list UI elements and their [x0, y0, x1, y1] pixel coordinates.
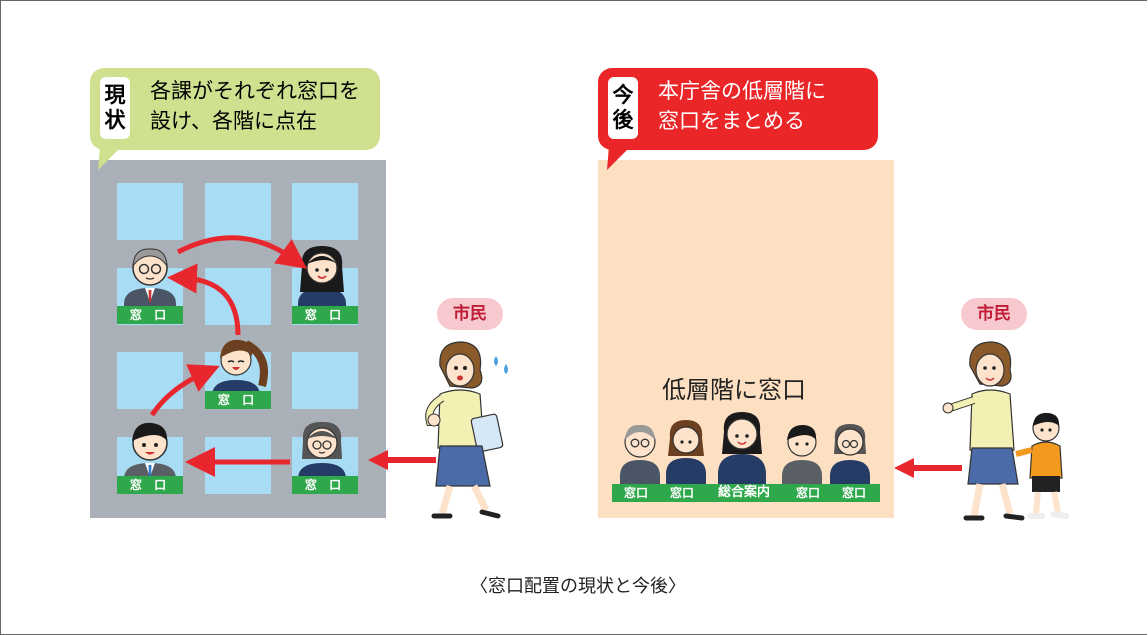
current-tag-char: 現	[104, 83, 126, 107]
future-speech-bubble	[598, 68, 878, 150]
figure-caption: 〈窓口配置の現状と今後〉	[470, 576, 686, 597]
window	[117, 183, 183, 240]
transfer-arrow	[149, 364, 220, 417]
current-description-line: 各課がそれぞれ窓口を	[150, 79, 360, 103]
desk-label: 窓 口	[117, 306, 183, 324]
current-description: 各課がそれぞれ窓口を 設け、各階に点在	[150, 76, 360, 136]
future-bubble-tail	[607, 146, 631, 170]
future-tag-char: 今	[612, 83, 634, 107]
counter-label-info-desk: 総合案内	[718, 485, 771, 500]
citizen-parent-child-icon	[942, 341, 1069, 521]
transfer-arrow	[167, 263, 241, 336]
window	[292, 352, 358, 409]
desk-label: 窓 口	[292, 306, 358, 324]
citizen-arrow-icon	[368, 450, 436, 470]
future-description-line: 窓口をまとめる	[658, 109, 805, 133]
counter-label: 窓口	[796, 486, 821, 500]
counter-label: 窓口	[624, 486, 649, 500]
counter-label: 窓口	[842, 486, 867, 500]
current-bubble-tail	[98, 146, 122, 170]
staff-figures-current	[124, 235, 346, 487]
staff-figures-future	[620, 412, 870, 488]
counter-bar: 窓口 窓口 総合案内 窓口 窓口	[612, 484, 880, 502]
desk-label: 窓 口	[117, 476, 183, 494]
window	[292, 183, 358, 240]
desk-label: 窓 口	[205, 391, 271, 409]
current-speech-bubble	[90, 68, 380, 150]
current-description-line: 設け、各階に点在	[150, 109, 317, 133]
future-tag-char: 後	[612, 108, 634, 132]
current-tag-char: 状	[104, 108, 126, 132]
citizen-label: 市民	[961, 298, 1027, 330]
window	[117, 352, 183, 409]
counter-label: 窓口	[670, 486, 695, 500]
citizen-label: 市民	[437, 298, 503, 330]
future-description: 本庁舎の低層階に 窓口をまとめる	[658, 76, 826, 136]
future-heading: 低層階に窓口	[662, 376, 806, 404]
future-tag: 今 後	[608, 77, 638, 139]
transfer-arrow	[176, 235, 308, 269]
citizen-arrow-icon	[894, 458, 962, 478]
window	[205, 183, 271, 240]
current-tag: 現 状	[100, 77, 130, 139]
future-description-line: 本庁舎の低層階に	[658, 79, 826, 103]
window	[205, 437, 271, 494]
desk-label: 窓 口	[292, 476, 358, 494]
citizen-woman-icon	[425, 341, 508, 519]
